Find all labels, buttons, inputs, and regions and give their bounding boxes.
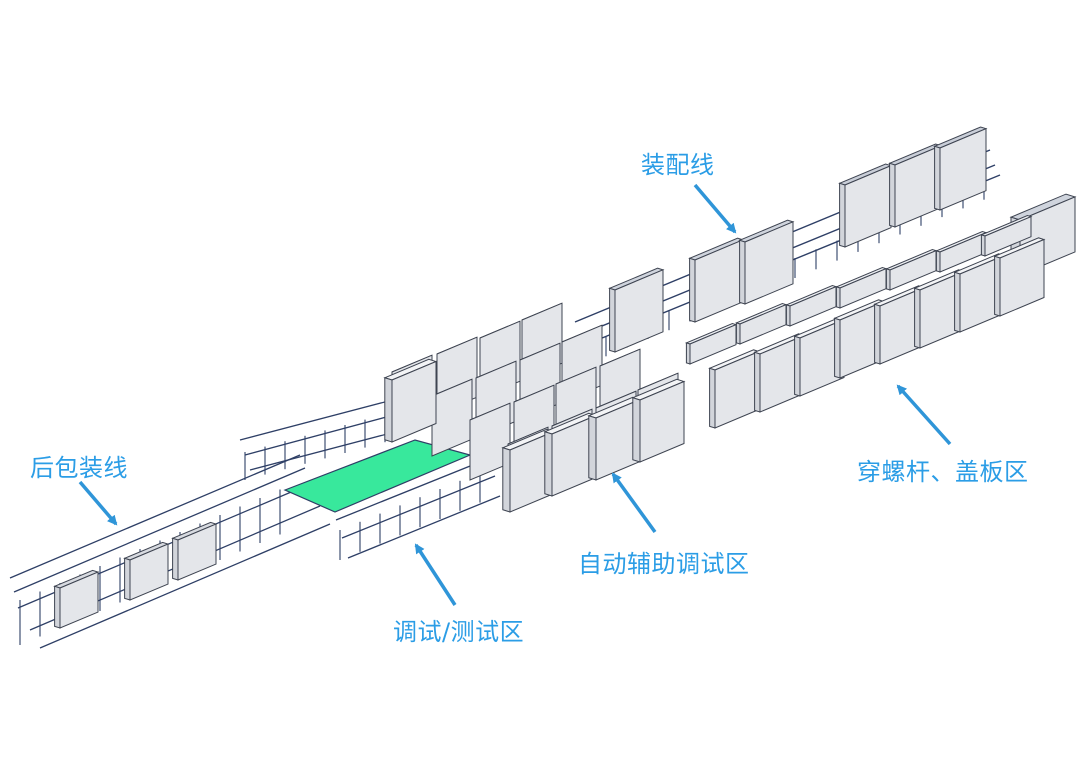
rear-packing-line-arrow — [78, 480, 118, 526]
cabinet-unit — [608, 267, 665, 353]
cabinet-side — [735, 322, 741, 345]
cabinet-unit — [913, 269, 966, 349]
cabinet-side — [794, 335, 801, 397]
cabinet-side — [935, 250, 941, 273]
cabinet-unit — [888, 143, 943, 228]
cabinet-side — [785, 304, 791, 327]
cabinet-unit — [631, 378, 686, 463]
cabinet-side — [689, 257, 696, 323]
screw-cover-cabinets — [684, 215, 1046, 429]
cabinet-unit — [469, 402, 511, 481]
cabinet-unit — [708, 349, 761, 429]
cabinet-side — [588, 415, 597, 481]
cabinet-front — [129, 543, 169, 601]
cabinet-side — [739, 239, 746, 305]
cabinet-unit — [734, 303, 788, 345]
assembly-line-label: 装配线 — [641, 151, 715, 179]
cabinet-side — [544, 431, 553, 497]
screw-cover-area-label: 穿螺杆、盖板区 — [857, 458, 1029, 486]
cabinet-side — [874, 303, 881, 365]
cabinet-side — [124, 557, 131, 601]
cabinet-unit — [873, 285, 926, 365]
cabinet-side — [914, 287, 921, 349]
cabinet-side — [954, 271, 961, 333]
cabinet-unit — [688, 237, 745, 323]
cabinet-side — [934, 145, 941, 211]
rear-packing-stations — [53, 521, 218, 629]
debug-test-area-arrow — [414, 543, 457, 606]
screw-cover-area-arrow — [896, 384, 952, 446]
cabinet-unit — [171, 521, 218, 581]
cabinet-unit — [53, 569, 100, 629]
cabinet-side — [685, 342, 691, 365]
cabinet-side — [384, 377, 393, 443]
assembly-line-arrow — [693, 183, 737, 234]
debug-test-area-label: 调试/测试区 — [393, 618, 525, 646]
cabinet-unit — [684, 323, 738, 365]
cabinet-unit — [501, 428, 556, 513]
cabinet-side — [839, 182, 846, 248]
rear-packing-line-label: 后包装线 — [30, 454, 128, 482]
cabinet-front — [789, 285, 837, 327]
cabinet-unit — [793, 317, 846, 397]
cabinet-side — [609, 287, 616, 353]
auto-aux-debug-area-arrow — [611, 472, 657, 534]
cabinet-side — [502, 447, 511, 513]
cabinet-unit — [123, 541, 170, 601]
cabinet-side — [632, 397, 641, 463]
cabinet-side — [980, 234, 986, 257]
cabinet-front — [694, 239, 744, 323]
cabinet-unit — [543, 412, 598, 497]
cabinet-side — [54, 585, 61, 629]
auto-aux-debug-cabinets — [383, 302, 686, 513]
cabinet-front — [614, 269, 664, 353]
cabinet-unit — [979, 215, 1033, 257]
auto-aux-debug-area-label: 自动辅助调试区 — [578, 550, 750, 578]
cabinet-front — [59, 571, 99, 629]
cabinet-unit — [833, 299, 886, 379]
cabinet-front — [739, 303, 787, 345]
cabinet-unit — [838, 163, 893, 248]
cabinet-side — [994, 255, 1001, 317]
cabinet-unit — [784, 285, 838, 327]
cabinet-side — [172, 537, 179, 581]
cabinet-side — [709, 367, 716, 429]
cabinet-front — [744, 221, 794, 305]
cabinet-unit — [993, 237, 1046, 317]
cabinet-side — [834, 317, 841, 379]
cabinet-side — [754, 351, 761, 413]
annotation-arrows — [78, 183, 952, 606]
cabinet-side — [835, 286, 841, 309]
cabinet-unit — [383, 358, 438, 443]
cabinet-unit — [738, 219, 795, 305]
cabinet-side — [889, 162, 896, 228]
cabinet-front — [689, 323, 737, 365]
cabinet-unit — [587, 396, 642, 481]
cabinet-unit — [933, 126, 988, 211]
cabinet-side — [885, 268, 891, 291]
cabinet-front — [177, 523, 217, 581]
cabinet-unit — [934, 231, 988, 273]
